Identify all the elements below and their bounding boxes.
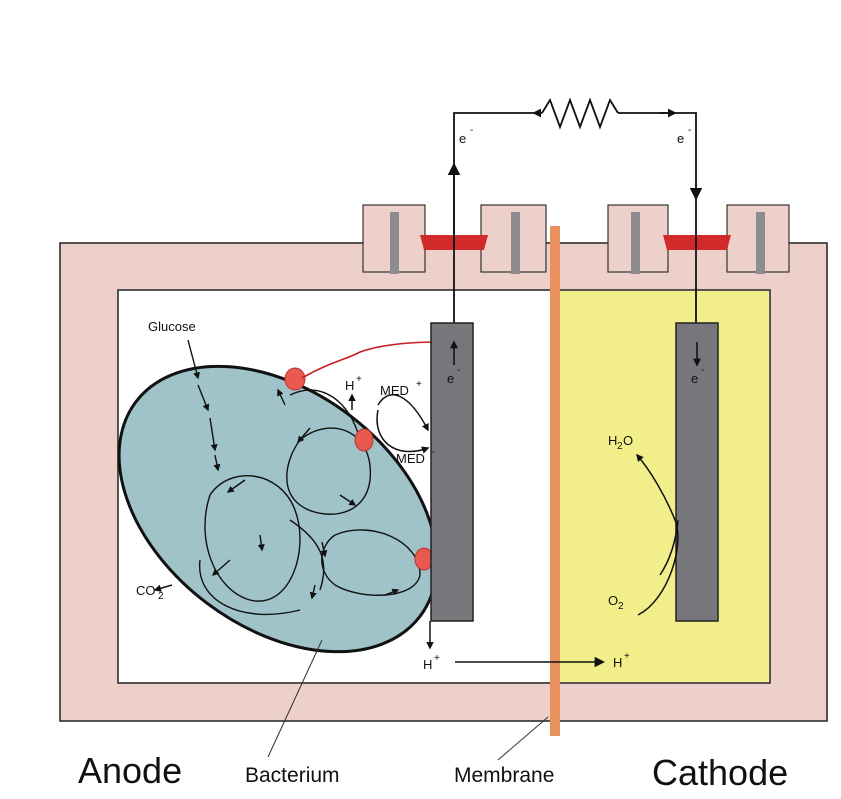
svg-text:+: + [624, 651, 630, 662]
svg-text:+: + [434, 653, 440, 664]
svg-text:-: - [701, 365, 704, 376]
anode-label: Anode [78, 750, 182, 791]
cathode-label: Cathode [652, 752, 788, 793]
cathode-electrode [675, 322, 719, 622]
h-plus-label-top: H [345, 378, 354, 393]
bolt [631, 212, 640, 274]
h2o-label-o: O [623, 433, 633, 448]
cathode-solution [553, 291, 769, 682]
mediator-cycle [348, 393, 430, 454]
svg-text:2: 2 [617, 441, 623, 452]
mediator-dot [354, 428, 374, 452]
electron-label-right: e [677, 131, 684, 146]
external-circuit [447, 97, 703, 323]
bacterium [117, 339, 441, 654]
svg-text:2: 2 [618, 601, 624, 612]
h-plus-anode-label: H [423, 657, 432, 672]
svg-text:-: - [432, 447, 435, 458]
membrane [550, 226, 560, 736]
h-plus-cathode-label: H [613, 655, 622, 670]
mediator-dot [284, 367, 306, 391]
membrane-callout-line [497, 716, 549, 761]
membrane-label: Membrane [454, 764, 554, 787]
med-reduced-label: MED [396, 451, 425, 466]
bolt [390, 212, 399, 274]
svg-text:-: - [470, 125, 473, 136]
bacterium-label: Bacterium [245, 764, 340, 787]
cathode-seal [663, 235, 731, 250]
resistor [541, 97, 619, 130]
svg-text:-: - [457, 365, 460, 376]
electron-label-anode: e [447, 371, 454, 386]
bolt [756, 212, 765, 274]
glucose-label: Glucose [148, 319, 196, 334]
svg-text:-: - [688, 125, 691, 136]
lid-caps [362, 204, 790, 274]
bolt [511, 212, 520, 274]
electron-label-left: e [459, 131, 466, 146]
anode-electrode [430, 322, 474, 622]
med-oxidized-label: MED [380, 383, 409, 398]
electron-label-cathode: e [691, 371, 698, 386]
svg-text:+: + [416, 379, 422, 390]
co2-label: CO [136, 583, 156, 598]
bacterium-callout-line [267, 639, 323, 758]
h2o-label-h: H [608, 433, 617, 448]
svg-text:2: 2 [158, 591, 164, 602]
o2-to-h2o-arrow [636, 453, 679, 616]
o2-label: O [608, 593, 618, 608]
svg-text:+: + [356, 374, 362, 385]
